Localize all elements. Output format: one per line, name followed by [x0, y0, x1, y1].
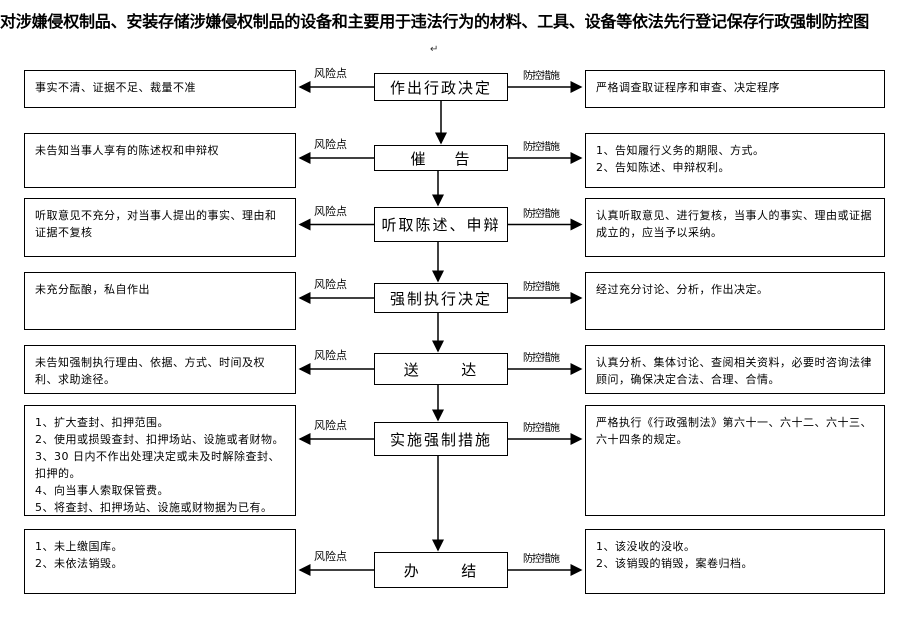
process-step: 送 达 [374, 353, 508, 385]
control-box: 1、告知履行义务的期限、方式。 2、告知陈述、申辩权利。 [585, 133, 885, 188]
process-step: 听取陈述、申辩 [374, 207, 508, 242]
process-step: 办 结 [374, 552, 508, 588]
risk-box: 1、扩大查封、扣押范围。 2、使用或损毁查封、扣押场站、设施或者财物。 3、30… [24, 405, 296, 516]
process-step: 作出行政决定 [374, 73, 508, 101]
control-label: 防控措施 [523, 208, 560, 220]
risk-text: 听取意见不充分，对当事人提出的事实、理由和证据不复核 [35, 209, 277, 239]
risk-label: 风险点 [314, 278, 347, 291]
risk-text: 事实不清、证据不足、裁量不准 [35, 81, 196, 94]
control-box: 严格调查取证程序和审查、决定程序 [585, 70, 885, 108]
control-text: 认真听取意见、进行复核，当事人的事实、理由或证据成立的，应当予以采纳。 [596, 209, 872, 239]
risk-box: 未充分酝酿，私自作出 [24, 272, 296, 330]
control-text: 1、该没收的没收。 2、该销毁的销毁，案卷归档。 [596, 540, 753, 570]
control-box: 认真听取意见、进行复核，当事人的事实、理由或证据成立的，应当予以采纳。 [585, 198, 885, 257]
process-step: 实施强制措施 [374, 422, 508, 456]
risk-text: 1、扩大查封、扣押范围。 2、使用或损毁查封、扣押场站、设施或者财物。 3、30… [35, 416, 284, 514]
control-text: 经过充分讨论、分析，作出决定。 [596, 283, 769, 296]
control-box: 认真分析、集体讨论、查阅相关资料，必要时咨询法律顾问，确保决定合法、合理、合情。 [585, 345, 885, 394]
risk-box: 未告知当事人享有的陈述权和申辩权 [24, 133, 296, 188]
risk-label: 风险点 [314, 349, 347, 362]
risk-box: 未告知强制执行理由、依据、方式、时间及权利、求助途径。 [24, 345, 296, 394]
risk-label: 风险点 [314, 138, 347, 151]
risk-text: 1、未上缴国库。 2、未依法销毁。 [35, 540, 123, 570]
control-label: 防控措施 [523, 71, 560, 82]
risk-text: 未告知强制执行理由、依据、方式、时间及权利、求助途径。 [35, 356, 265, 386]
control-box: 1、该没收的没收。 2、该销毁的销毁，案卷归档。 [585, 529, 885, 594]
control-text: 1、告知履行义务的期限、方式。 2、告知陈述、申辩权利。 [596, 144, 765, 174]
control-text: 认真分析、集体讨论、查阅相关资料，必要时咨询法律顾问，确保决定合法、合理、合情。 [596, 356, 872, 386]
control-text: 严格执行《行政强制法》第六十一、六十二、六十三、六十四条的规定。 [596, 416, 872, 446]
risk-label: 风险点 [314, 67, 347, 80]
control-label: 防控措施 [523, 142, 560, 153]
risk-text: 未告知当事人享有的陈述权和申辩权 [35, 144, 219, 157]
process-step: 催 告 [374, 145, 508, 171]
control-box: 经过充分讨论、分析，作出决定。 [585, 272, 885, 330]
process-step: 强制执行决定 [374, 283, 508, 313]
paragraph-mark: ↵ [430, 44, 439, 55]
diagram-title: 对涉嫌侵权制品、安装存储涉嫌侵权制品的设备和主要用于违法行为的材料、工具、设备等… [0, 12, 870, 31]
risk-label: 风险点 [314, 419, 347, 432]
control-box: 严格执行《行政强制法》第六十一、六十二、六十三、六十四条的规定。 [585, 405, 885, 516]
risk-box: 听取意见不充分，对当事人提出的事实、理由和证据不复核 [24, 198, 296, 257]
control-label: 防控措施 [523, 554, 560, 565]
risk-label: 风险点 [314, 204, 347, 218]
risk-text: 未充分酝酿，私自作出 [35, 283, 150, 296]
control-label: 防控措施 [523, 423, 560, 434]
risk-box: 事实不清、证据不足、裁量不准 [24, 70, 296, 108]
risk-box: 1、未上缴国库。 2、未依法销毁。 [24, 529, 296, 594]
control-label: 防控措施 [523, 282, 560, 293]
control-label: 防控措施 [523, 353, 560, 364]
control-text: 严格调查取证程序和审查、决定程序 [596, 81, 780, 94]
risk-label: 风险点 [314, 550, 347, 563]
